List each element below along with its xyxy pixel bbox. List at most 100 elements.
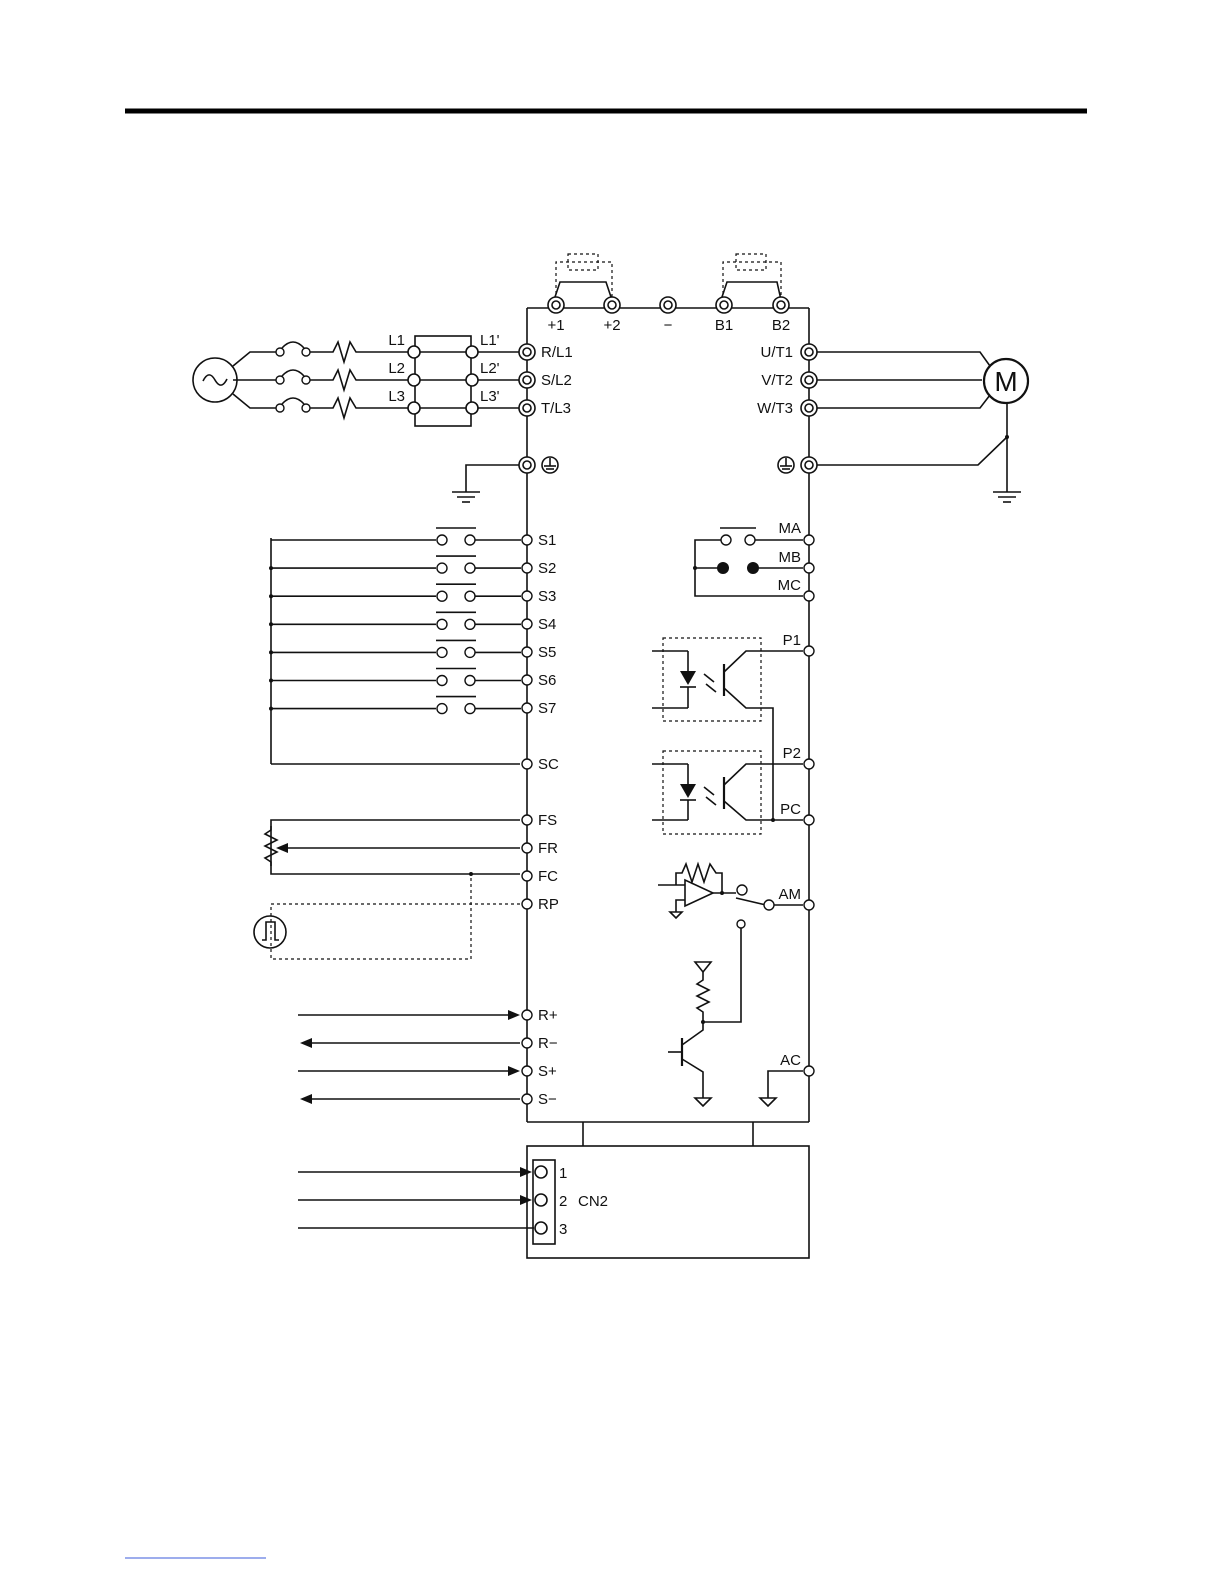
terminal-label-mc: MC — [778, 577, 801, 594]
control-input-terminal — [522, 703, 532, 713]
input-switch — [271, 528, 521, 545]
control-input-terminal — [522, 815, 532, 825]
comm-lines — [298, 1010, 520, 1104]
terminal-label-b2: B2 — [772, 317, 790, 334]
terminal-label-v-t2: V/T2 — [761, 372, 793, 389]
pulse-input — [254, 872, 520, 959]
control-input-terminal — [522, 1066, 532, 1076]
power-terminal — [519, 372, 535, 388]
control-input-label: FC — [538, 868, 558, 885]
control-input-terminal — [522, 1094, 532, 1104]
input-switches — [269, 528, 521, 714]
reactor-label-l3: L3 — [388, 388, 405, 405]
power-terminal — [548, 297, 564, 313]
input-switch — [269, 556, 521, 573]
control-input-terminal — [522, 1010, 532, 1020]
control-input-label: S4 — [538, 616, 556, 633]
control-input-terminal — [522, 591, 532, 601]
control-input-terminal — [522, 1038, 532, 1048]
control-input-terminal — [522, 619, 532, 629]
power-terminal — [801, 400, 817, 416]
ac-power-source — [193, 358, 237, 402]
terminal-label-w-t3: W/T3 — [757, 400, 793, 417]
terminals — [519, 297, 817, 1104]
control-input-label: S2 — [538, 560, 556, 577]
terminal-label-pc: PC — [780, 801, 801, 818]
terminal-label-t-l3: T/L3 — [541, 400, 571, 417]
control-input-label: RP — [538, 896, 559, 913]
control-input-terminal — [522, 535, 532, 545]
terminal-label-u-t1: U/T1 — [760, 344, 793, 361]
control-input-label: S1 — [538, 532, 556, 549]
input-switch — [269, 584, 521, 601]
input-switch — [269, 697, 521, 714]
frequency-potentiometer — [265, 820, 520, 874]
power-terminal — [604, 297, 620, 313]
control-output-terminal — [804, 646, 814, 656]
control-input-label: S5 — [538, 644, 556, 661]
braking-resistor-dashed — [721, 254, 781, 300]
power-terminal — [801, 344, 817, 360]
control-output-terminal — [804, 535, 814, 545]
cn2-lines — [298, 1160, 555, 1244]
control-input-terminal — [522, 899, 532, 909]
terminal-label-mb: MB — [779, 549, 802, 566]
power-terminal — [801, 372, 817, 388]
terminal-label-s-l2: S/L2 — [541, 372, 572, 389]
terminal-label-plus1: +1 — [547, 317, 564, 334]
reactor-label-l3-prime: L3' — [480, 388, 500, 405]
power-terminal — [660, 297, 676, 313]
power-terminal — [773, 297, 789, 313]
control-output-terminal — [804, 900, 814, 910]
input-switch — [269, 640, 521, 657]
cn2-pin-2: 2 — [559, 1193, 567, 1210]
motor-label: M — [994, 366, 1017, 397]
terminal-label-b1: B1 — [715, 317, 733, 334]
power-terminal — [519, 457, 535, 473]
control-input-label: FS — [538, 812, 557, 829]
control-input-label: S− — [538, 1091, 557, 1108]
ground-terminal-icons — [542, 457, 794, 473]
control-output-terminal — [804, 591, 814, 601]
power-terminal — [519, 400, 535, 416]
control-input-label: SC — [538, 756, 559, 773]
control-input-terminal — [522, 563, 532, 573]
power-terminal — [716, 297, 732, 313]
dc-reactor-dashed — [554, 254, 612, 300]
control-input-terminal — [522, 675, 532, 685]
power-terminal — [801, 457, 817, 473]
terminal-label-r-l1: R/L1 — [541, 344, 573, 361]
cn2-pin-3: 3 — [559, 1221, 567, 1238]
terminal-label-am: AM — [779, 886, 802, 903]
control-input-label: S7 — [538, 700, 556, 717]
reactor-label-l1-prime: L1' — [480, 332, 500, 349]
control-input-terminal — [522, 843, 532, 853]
control-input-label: S+ — [538, 1063, 557, 1080]
option-board-box — [527, 1146, 809, 1258]
terminal-label-p2: P2 — [783, 745, 801, 762]
input-switch — [269, 612, 521, 629]
control-input-label: R− — [538, 1035, 558, 1052]
terminal-label-p1: P1 — [783, 632, 801, 649]
digital-input-wiring — [271, 538, 520, 764]
terminal-label-ac: AC — [780, 1052, 801, 1069]
terminal-label-ma: MA — [779, 520, 802, 537]
reactor-label-l2-prime: L2' — [480, 360, 500, 377]
control-output-terminal — [804, 815, 814, 825]
control-output-terminal — [804, 1066, 814, 1076]
terminal-label-plus2: +2 — [603, 317, 620, 334]
output-wiring — [816, 352, 1021, 502]
control-input-label: S3 — [538, 588, 556, 605]
cn2-label: CN2 — [578, 1193, 608, 1210]
control-output-terminal — [804, 563, 814, 573]
reactor-label-l1: L1 — [388, 332, 405, 349]
power-terminal — [519, 344, 535, 360]
control-input-label: R+ — [538, 1007, 558, 1024]
control-input-label: S6 — [538, 672, 556, 689]
control-input-terminal — [522, 871, 532, 881]
photocoupler-2 — [652, 751, 803, 834]
input-power-lines — [233, 336, 520, 426]
